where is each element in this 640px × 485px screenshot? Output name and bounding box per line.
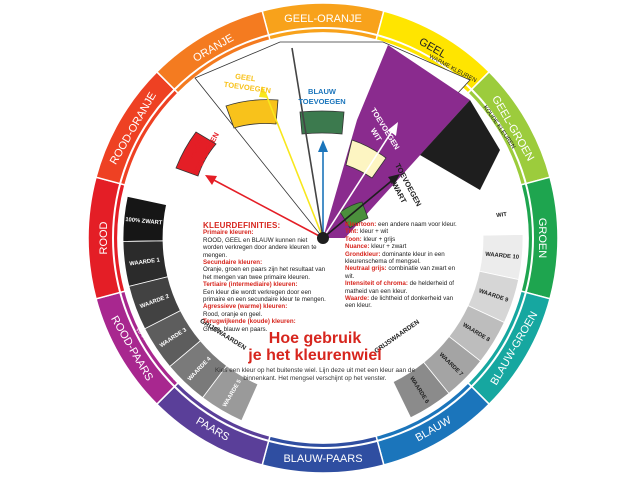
color-terms: Kleurtoon: een andere naam voor kleur.Ti… bbox=[345, 221, 465, 310]
term-head: Waarde: bbox=[345, 295, 371, 303]
term-body: kleur + zwart bbox=[371, 243, 407, 251]
grey-swatch bbox=[122, 195, 167, 242]
term-body: kleur + wit bbox=[360, 228, 389, 236]
grey-swatch bbox=[122, 240, 169, 287]
term-head: Intensiteit of chroma: bbox=[345, 280, 410, 288]
definition-body: Rood, oranje en geel. bbox=[203, 310, 263, 318]
term-head: Nuance: bbox=[345, 243, 372, 251]
red-swatch bbox=[175, 131, 217, 177]
ring-divider bbox=[112, 27, 534, 449]
definition-item: Tertiaire (intermediaire) kleuren:Een kl… bbox=[203, 281, 329, 303]
white-swatch bbox=[345, 139, 387, 179]
definitions-list: Primaire kleuren:ROOD, GEEL en BLAUW kun… bbox=[203, 229, 329, 333]
label-blue-add-2: TOEVOEGEN bbox=[298, 97, 345, 106]
term-head: Neutraal grijs: bbox=[345, 265, 389, 273]
definition-item: Primaire kleuren:ROOD, GEEL en BLAUW kun… bbox=[203, 229, 329, 259]
how-to-panel: Hoe gebruik je het kleurenwiel Kies een … bbox=[215, 330, 415, 382]
term-item: Nuance: kleur + zwart bbox=[345, 243, 465, 250]
definition-body: Oranje, groen en paars zijn het resultaa… bbox=[203, 266, 326, 281]
grey-swatch bbox=[202, 365, 259, 422]
term-body: dominante kleur in een kleurenschema of … bbox=[345, 250, 445, 266]
term-body: kleur + grijs bbox=[363, 235, 396, 243]
black-wedge bbox=[420, 100, 500, 190]
definition-item: Secundaire kleuren:Oranje, groen en paar… bbox=[203, 259, 329, 281]
blue-swatch bbox=[299, 110, 345, 135]
term-item: Waarde: de lichtheid of donkerheid van e… bbox=[345, 295, 465, 310]
arrowhead-yellow bbox=[259, 86, 268, 98]
outer-label-blauw-paars: BLAUW-PAARS bbox=[283, 453, 362, 465]
term-head: Kleurtoon: bbox=[345, 221, 378, 228]
howto-title-line1: Hoe gebruik bbox=[268, 330, 362, 347]
green-swatch bbox=[339, 201, 369, 229]
arrowhead-red bbox=[205, 175, 217, 185]
definition-body: ROOD, GEEL en BLAUW kunnen niet worden v… bbox=[203, 236, 317, 259]
grey-swatch bbox=[144, 310, 201, 368]
outer-label-geel-oranje: GEEL-ORANJE bbox=[284, 13, 362, 25]
definition-head: Tertiaire (intermediaire) kleuren: bbox=[203, 281, 298, 289]
definition-item: Agressieve (warme) kleuren:Rood, oranje … bbox=[203, 303, 329, 318]
color-definitions: KLEURDEFINITIES: Primaire kleuren:ROOD, … bbox=[203, 221, 329, 333]
grey-value-label: WAARDE 1 bbox=[129, 257, 161, 267]
definitions-title: KLEURDEFINITIES: bbox=[203, 221, 281, 230]
grey-swatch bbox=[128, 276, 181, 330]
label-blue-add-1: BLAUW bbox=[308, 87, 337, 96]
term-item: Intensiteit of chroma: de helderheid of … bbox=[345, 280, 465, 295]
term-item: Neutraal grijs: combinatie van zwart en … bbox=[345, 265, 465, 280]
grey-swatch bbox=[169, 340, 228, 399]
term-body: een andere naam voor kleur. bbox=[378, 221, 457, 228]
outer-label-groen: GROEN bbox=[536, 218, 548, 258]
grey-value-label: WAARDE 10 bbox=[485, 252, 519, 261]
definition-head: Agressieve (warme) kleuren: bbox=[203, 303, 288, 311]
definition-body: Een kleur die wordt verkregen door een p… bbox=[203, 288, 326, 304]
howto-title-line2: je het kleurenwiel bbox=[248, 347, 382, 364]
term-item: Toon: kleur + grijs bbox=[345, 236, 465, 243]
label-yellow-add-1: GEEL bbox=[235, 72, 257, 84]
term-item: Grondkleur: dominante kleur in een kleur… bbox=[345, 251, 465, 266]
term-item: Tint: kleur + wit bbox=[345, 228, 465, 235]
definition-item: Terugwijkende (koude) kleuren:Groen, bla… bbox=[203, 318, 329, 333]
definition-head: Terugwijkende (koude) kleuren: bbox=[203, 318, 296, 326]
howto-instructions: Kies een kleur op het buitenste wiel. Li… bbox=[215, 367, 416, 382]
center-pin[interactable] bbox=[317, 232, 329, 244]
definition-body: Groen, blauw en paars. bbox=[203, 325, 268, 333]
purple-window bbox=[323, 45, 470, 238]
term-body: de helderheid of matheid van een kleur. bbox=[345, 280, 455, 295]
grey-value-label: 100% ZWART bbox=[125, 217, 163, 227]
definition-head: Secundaire kleuren: bbox=[203, 259, 263, 267]
terms-list: Kleurtoon: een andere naam voor kleur.Ti… bbox=[345, 221, 465, 310]
term-body: de lichtheid of donkerheid van een kleur… bbox=[345, 295, 454, 310]
term-item: Kleurtoon: een andere naam voor kleur. bbox=[345, 221, 465, 228]
term-head: Tint: bbox=[345, 228, 361, 236]
arrowhead-blue bbox=[318, 140, 328, 152]
arrowhead-white bbox=[388, 122, 398, 136]
arrowhead-black bbox=[388, 174, 400, 185]
mix-arrows bbox=[209, 47, 396, 239]
outer-label-rood: ROOD bbox=[98, 221, 110, 254]
term-head: Grondkleur: bbox=[345, 250, 383, 258]
term-head: Toon: bbox=[345, 235, 364, 243]
grey-value-label: WIT bbox=[496, 212, 508, 219]
yellow-swatch bbox=[225, 99, 279, 129]
grey-swatch bbox=[392, 361, 450, 419]
definition-head: Primaire kleuren: bbox=[203, 229, 254, 237]
term-body: combinatie van zwart en wit. bbox=[345, 265, 456, 280]
